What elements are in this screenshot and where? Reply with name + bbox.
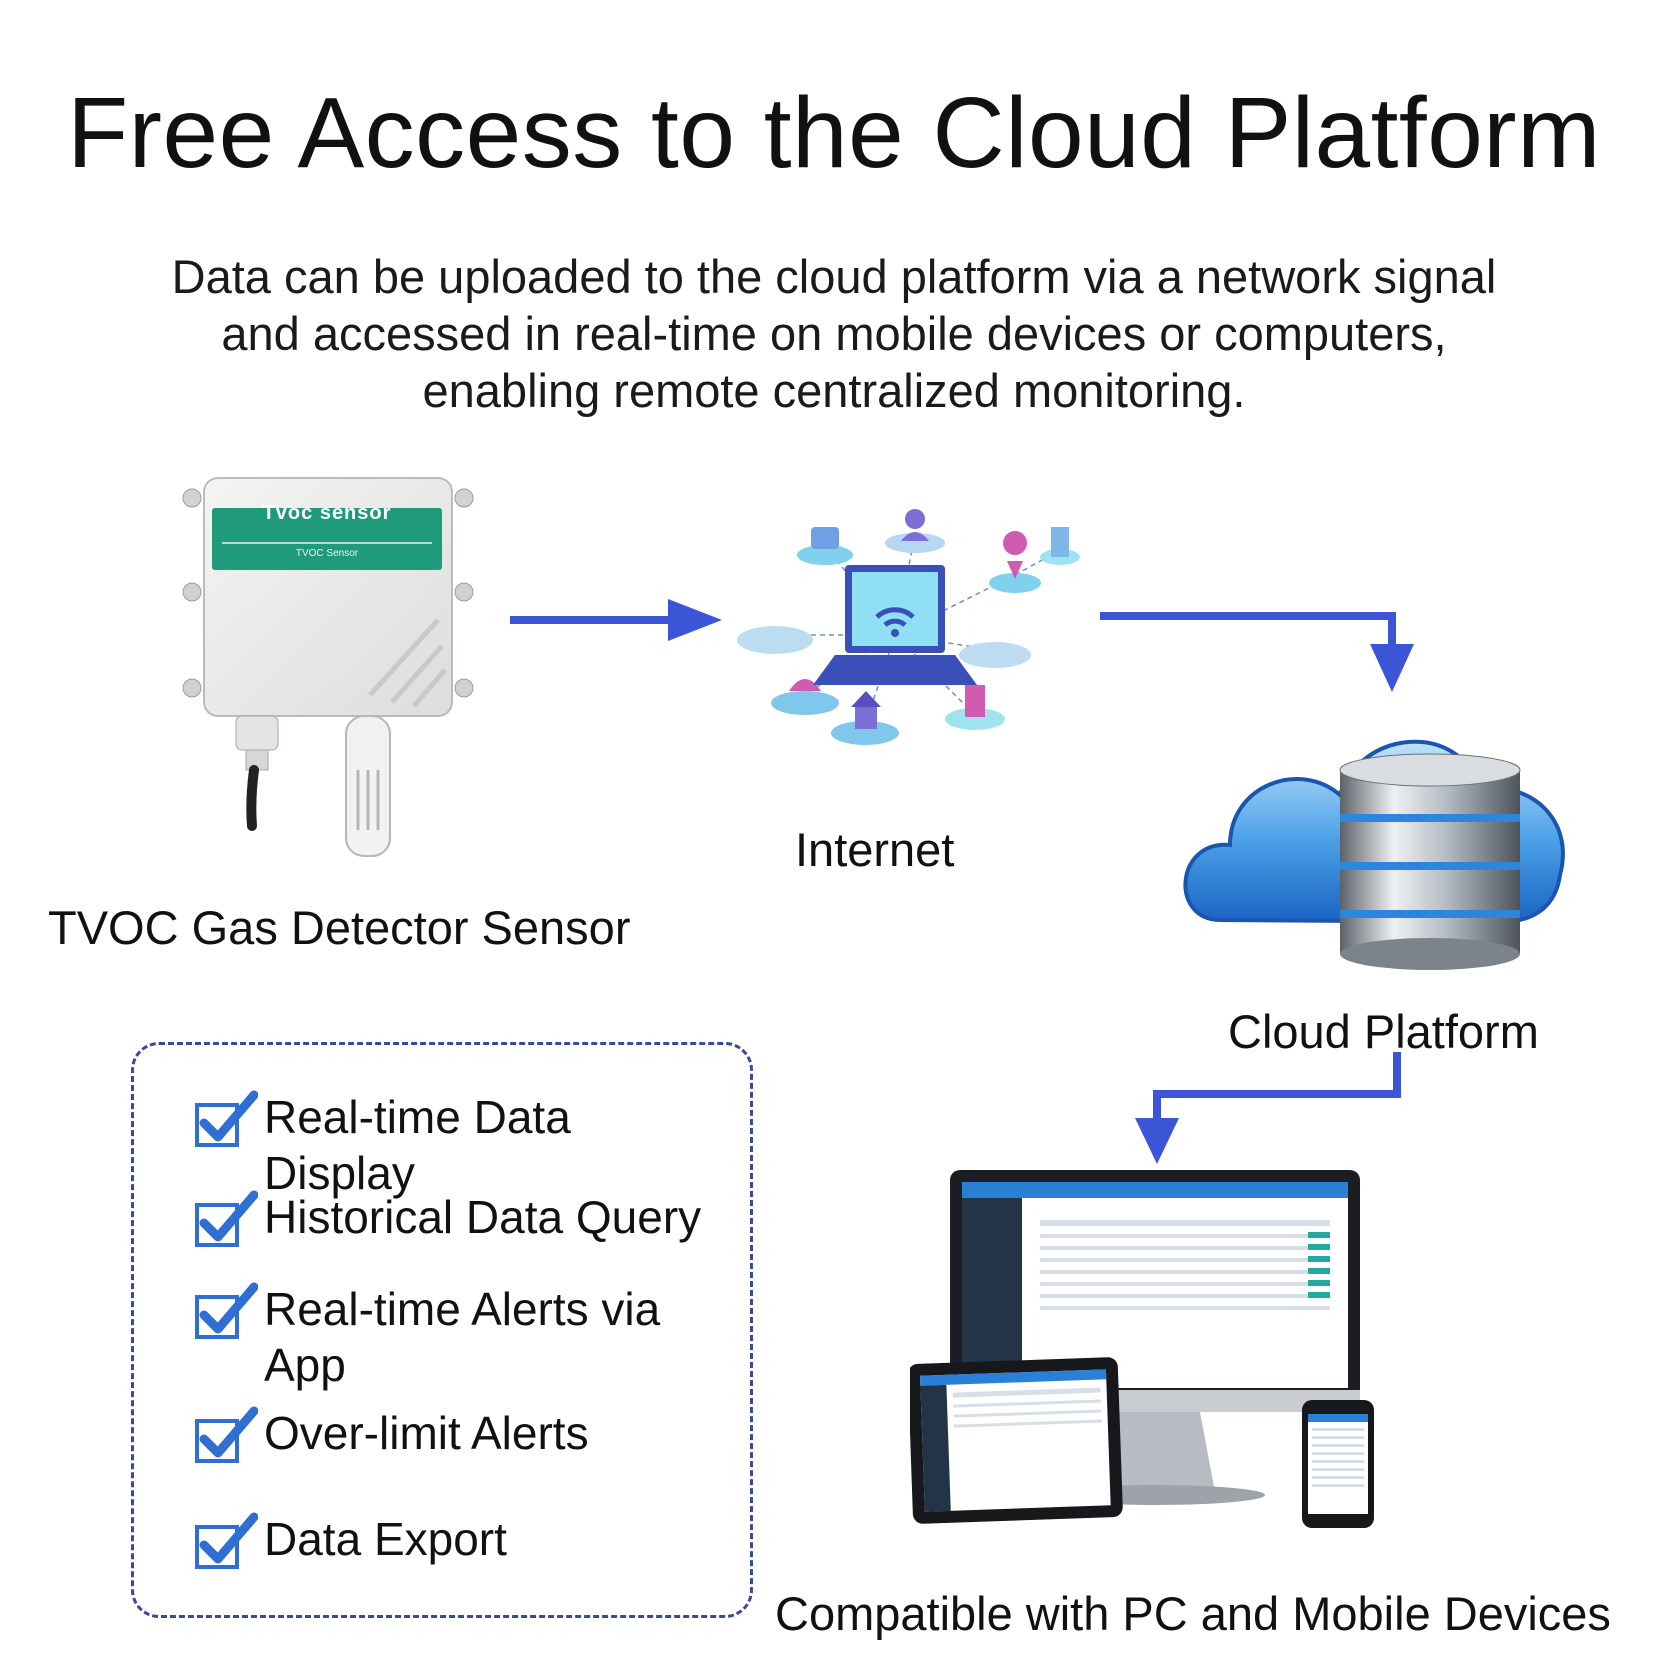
feature-item: Historical Data Query (194, 1189, 734, 1247)
sensor-illustration (170, 470, 490, 870)
checkbox-checked-icon (195, 1090, 258, 1147)
feature-label: Real-time Data Display (264, 1091, 571, 1199)
subtitle-line: and accessed in real-time on mobile devi… (221, 307, 1447, 360)
checkbox-checked-icon (195, 1190, 258, 1247)
feature-label: Data Export (264, 1513, 507, 1565)
feature-item: Over-limit Alerts (194, 1405, 734, 1463)
feature-label: Historical Data Query (264, 1191, 702, 1243)
checkbox-checked-icon (195, 1406, 258, 1463)
sensor-caption: TVOC Gas Detector Sensor (48, 901, 631, 954)
checkbox-checked-icon (195, 1282, 258, 1339)
cloud-caption: Cloud Platform (1228, 1005, 1539, 1058)
page-title: Free Access to the Cloud Platform (67, 77, 1601, 189)
sensor-panel-label: Tvoc sensor (262, 502, 392, 524)
features-box: Real-time Data Display Historical Data Q… (131, 1042, 753, 1618)
devices-caption: Compatible with PC and Mobile Devices (775, 1587, 1611, 1640)
arrow-right-icon (510, 595, 725, 645)
checkbox-checked-icon (195, 1512, 258, 1569)
arrow-down-icon (1135, 1052, 1405, 1167)
devices-illustration (910, 1170, 1430, 1535)
internet-caption: Internet (795, 823, 955, 876)
sensor-panel-sublabel: TVOC Sensor (295, 548, 359, 559)
feature-item: Real-time Alerts via App (194, 1281, 664, 1393)
arrow-down-icon (1100, 610, 1420, 695)
cloud-database-illustration (1180, 690, 1580, 990)
network-illustration (715, 505, 1080, 770)
feature-item: Data Export (194, 1511, 734, 1569)
feature-label: Real-time Alerts via App (264, 1283, 661, 1391)
feature-item: Real-time Data Display (194, 1089, 734, 1201)
subtitle-line: enabling remote centralized monitoring. (422, 364, 1246, 417)
subtitle-line: Data can be uploaded to the cloud platfo… (171, 250, 1497, 303)
subtitle: Data can be uploaded to the cloud platfo… (84, 248, 1584, 419)
feature-label: Over-limit Alerts (264, 1407, 589, 1459)
